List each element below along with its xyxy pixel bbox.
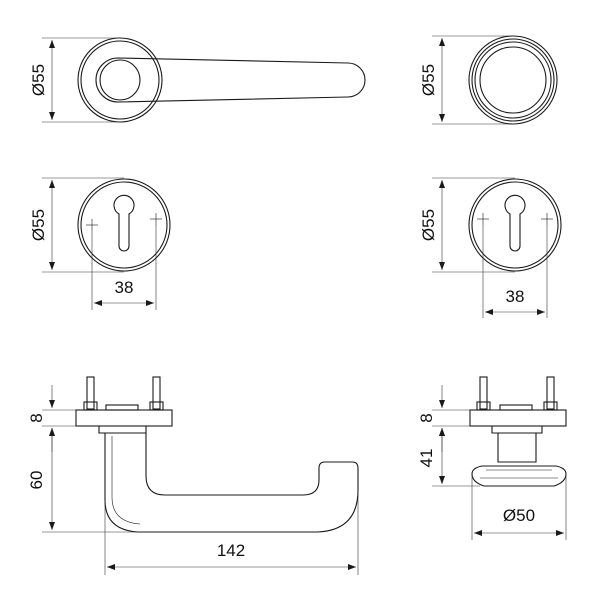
knob-rose-diameter-label: Ø55 (419, 64, 438, 96)
knob-rose-height-dimension: 8 (417, 385, 470, 452)
lever-length-dimension: 142 (104, 490, 359, 575)
key-escutcheon-right-spacing-label: 38 (506, 287, 525, 306)
lever-length-label: 142 (217, 541, 245, 560)
knob-height-label: 41 (417, 449, 436, 468)
lever-rose-front-view: Ø55 (29, 37, 366, 123)
knob-side-view: 8 41 Ø50 (417, 376, 567, 540)
lever-rose-diameter-label: Ø55 (29, 64, 48, 96)
lever-drop-label: 60 (27, 471, 46, 490)
key-escutcheon-right-diameter-label: Ø55 (419, 209, 438, 241)
lever-rose-diameter-dimension: Ø55 (29, 37, 120, 123)
knob-diameter-label: Ø50 (503, 506, 535, 525)
key-escutcheon-left-diameter-dimension: Ø55 (29, 177, 124, 273)
knob-height-dimension: 41 (417, 428, 480, 487)
lever-drop-dimension: 60 (27, 428, 138, 533)
lever-rose-height-label: 8 (27, 413, 46, 422)
knob-rose-height-label: 8 (417, 413, 436, 422)
key-escutcheon-right-view: Ø55 38 (419, 177, 562, 318)
key-escutcheon-left-spacing-dimension: 38 (91, 225, 157, 310)
knob-rose-diameter-dimension: Ø55 (419, 35, 513, 125)
knob-rose-front-view: Ø55 (419, 35, 558, 125)
key-escutcheon-left-spacing-label: 38 (115, 278, 134, 297)
lever-side-view: 8 60 142 (27, 376, 359, 575)
knob-diameter-dimension: Ø50 (471, 476, 567, 540)
key-escutcheon-left-diameter-label: Ø55 (29, 209, 48, 241)
lever-rose-height-dimension: 8 (27, 385, 76, 452)
key-escutcheon-right-spacing-dimension: 38 (482, 225, 548, 318)
key-escutcheon-left-view: Ø55 38 (29, 177, 171, 310)
key-escutcheon-right-diameter-dimension: Ø55 (419, 177, 515, 273)
